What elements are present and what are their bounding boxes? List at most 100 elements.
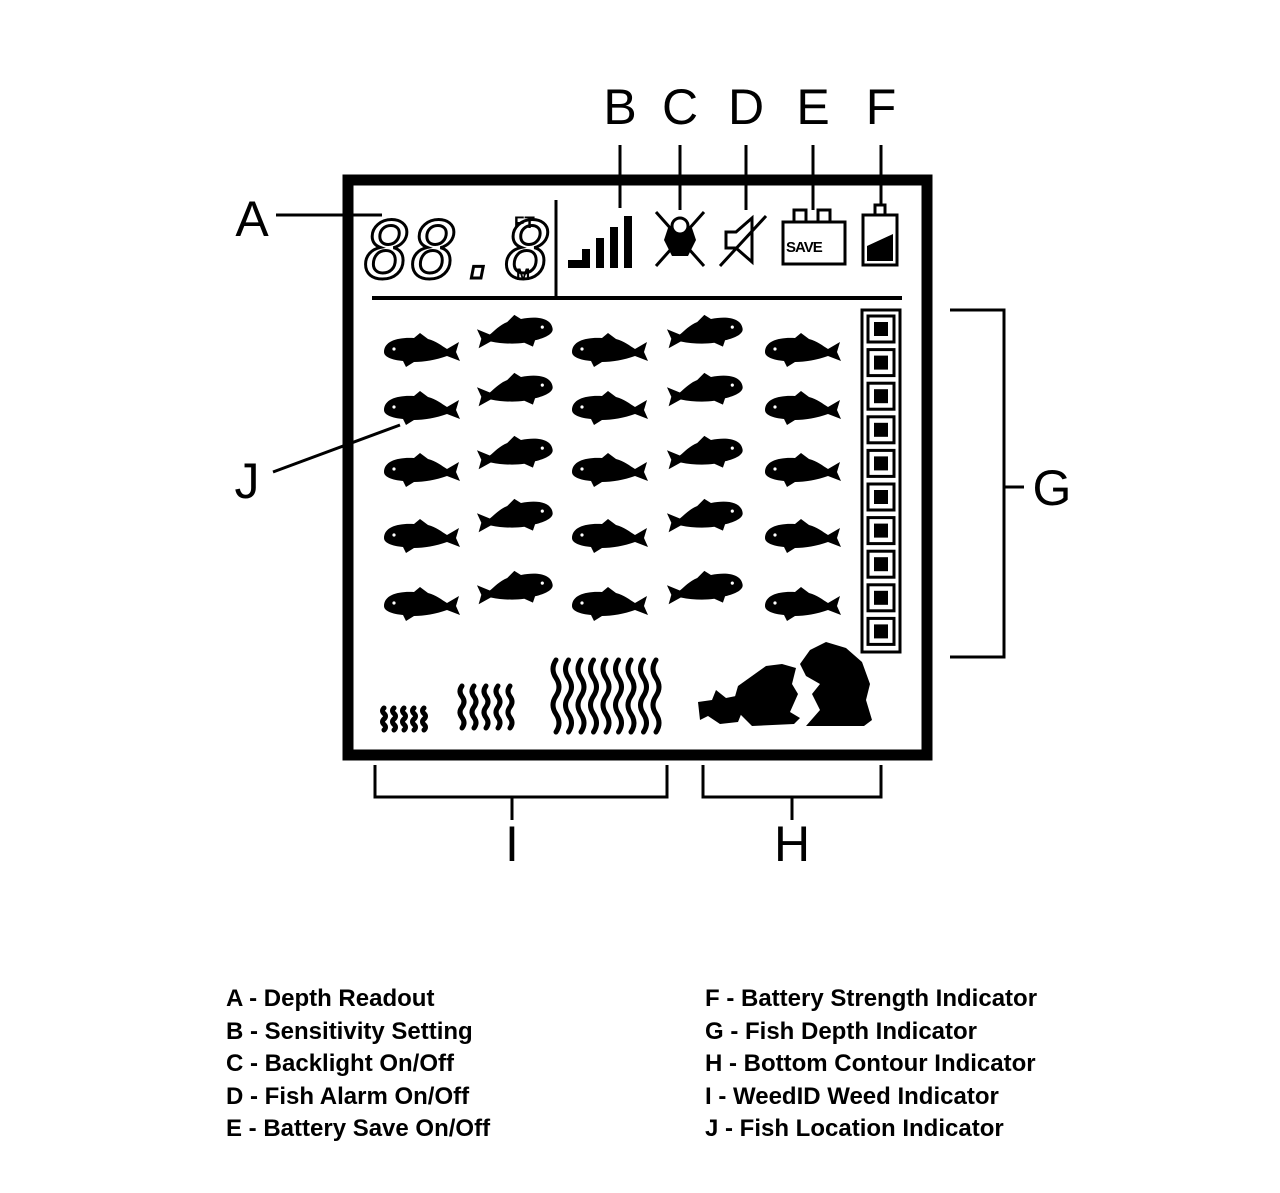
fish-icon bbox=[474, 430, 555, 476]
fish-icon bbox=[384, 453, 460, 487]
depth-segment-fill bbox=[874, 322, 888, 336]
fish-icon bbox=[474, 367, 555, 413]
depth-segment bbox=[866, 516, 896, 546]
depth-segment-fill bbox=[874, 422, 888, 437]
weed-icon bbox=[410, 705, 418, 733]
legend-item: J - Fish Location Indicator bbox=[705, 1115, 1004, 1142]
depth-segment-fill bbox=[874, 624, 888, 639]
callout-lines bbox=[272, 145, 1024, 820]
fish-icon bbox=[572, 519, 648, 553]
callout-i: I bbox=[505, 816, 519, 872]
fish-alarm-off-icon bbox=[718, 214, 768, 268]
sensitivity-bar bbox=[610, 227, 618, 268]
save-label: SAVE bbox=[786, 239, 823, 256]
callout-a: A bbox=[235, 191, 269, 247]
weed-icon bbox=[550, 657, 562, 735]
depth-segment-fill bbox=[874, 590, 888, 605]
callout-f: F bbox=[866, 79, 897, 135]
weed-icon bbox=[469, 683, 479, 731]
bottom-contour-icon bbox=[698, 642, 872, 726]
depth-segment bbox=[866, 616, 896, 646]
legend: A - Depth Readout B - Sensitivity Settin… bbox=[226, 985, 1037, 1142]
weed-icon bbox=[400, 705, 408, 733]
fish-icon bbox=[664, 493, 745, 539]
fish-icon bbox=[765, 391, 841, 425]
weed-icon bbox=[600, 657, 612, 735]
battery-strength-icon bbox=[861, 203, 899, 267]
legend-item: C - Backlight On/Off bbox=[226, 1050, 455, 1077]
lcd-frame bbox=[342, 174, 933, 761]
weed-icon bbox=[613, 657, 624, 735]
legend-item: E - Battery Save On/Off bbox=[226, 1115, 491, 1142]
legend-item: G - Fish Depth Indicator bbox=[705, 1018, 977, 1045]
unit-ft: FT bbox=[514, 213, 535, 232]
fish-icon bbox=[572, 391, 648, 425]
fish-icon bbox=[765, 333, 841, 367]
depth-segment bbox=[866, 314, 896, 344]
fish-icon bbox=[664, 309, 745, 355]
depth-segment-fill bbox=[874, 523, 888, 538]
fish-icon bbox=[765, 453, 841, 487]
weed-icon bbox=[493, 683, 503, 731]
callout-j: J bbox=[235, 453, 260, 509]
depth-bar-frame bbox=[860, 308, 902, 654]
legend-item: D - Fish Alarm On/Off bbox=[226, 1083, 470, 1110]
sensitivity-bar bbox=[582, 249, 590, 268]
weed-icon bbox=[638, 657, 649, 735]
callout-c: C bbox=[662, 79, 698, 135]
sensitivity-icon bbox=[568, 216, 632, 268]
fish-icon bbox=[572, 333, 648, 367]
sensitivity-bar bbox=[596, 238, 604, 268]
fish-icon bbox=[572, 453, 648, 487]
weed-icon bbox=[457, 683, 467, 731]
weed-icon bbox=[650, 657, 662, 735]
callout-h: H bbox=[774, 816, 810, 872]
fish-location-grid bbox=[384, 309, 841, 621]
fish-icon bbox=[384, 333, 460, 367]
legend-item: I - WeedID Weed Indicator bbox=[705, 1083, 999, 1110]
callout-g: G bbox=[1033, 460, 1072, 516]
fish-icon bbox=[474, 493, 555, 539]
fish-icon bbox=[384, 519, 460, 553]
sensitivity-bar bbox=[568, 260, 582, 268]
depth-segment bbox=[866, 448, 896, 478]
fish-icon bbox=[664, 565, 745, 611]
weed-icon bbox=[575, 657, 587, 735]
weed-icon bbox=[420, 705, 428, 733]
fish-icon bbox=[384, 391, 460, 425]
fish-icon bbox=[664, 367, 745, 413]
legend-item: F - Battery Strength Indicator bbox=[705, 985, 1037, 1012]
callout-e: E bbox=[796, 79, 829, 135]
callout-b: B bbox=[603, 79, 636, 135]
weed-indicator bbox=[380, 657, 662, 735]
fish-icon bbox=[765, 587, 841, 621]
fish-icon bbox=[572, 587, 648, 621]
fish-icon bbox=[664, 430, 745, 476]
weed-icon bbox=[563, 657, 574, 735]
sensitivity-bar bbox=[624, 216, 632, 268]
depth-segment-fill bbox=[874, 389, 888, 404]
depth-segment bbox=[866, 482, 896, 512]
fish-depth-indicator bbox=[860, 308, 902, 654]
depth-segment-fill bbox=[874, 490, 888, 504]
battery-save-icon bbox=[781, 208, 847, 266]
unit-m: M bbox=[516, 265, 530, 284]
depth-segment-fill bbox=[874, 355, 888, 370]
fish-icon bbox=[384, 587, 460, 621]
legend-item: H - Bottom Contour Indicator bbox=[705, 1050, 1036, 1077]
weed-icon bbox=[625, 657, 637, 735]
weed-icon bbox=[505, 683, 515, 731]
fish-icon bbox=[474, 309, 555, 355]
depth-segment bbox=[866, 549, 896, 579]
backlight-off-icon bbox=[654, 211, 706, 267]
depth-readout: 88.8 bbox=[364, 207, 552, 297]
depth-segment bbox=[866, 583, 896, 613]
weed-icon bbox=[380, 705, 388, 733]
depth-segment-fill bbox=[874, 557, 888, 572]
fish-icon bbox=[474, 565, 555, 611]
depth-segment bbox=[866, 415, 896, 445]
depth-segment bbox=[866, 348, 896, 378]
weed-icon bbox=[390, 705, 398, 733]
depth-segment-fill bbox=[874, 456, 888, 471]
